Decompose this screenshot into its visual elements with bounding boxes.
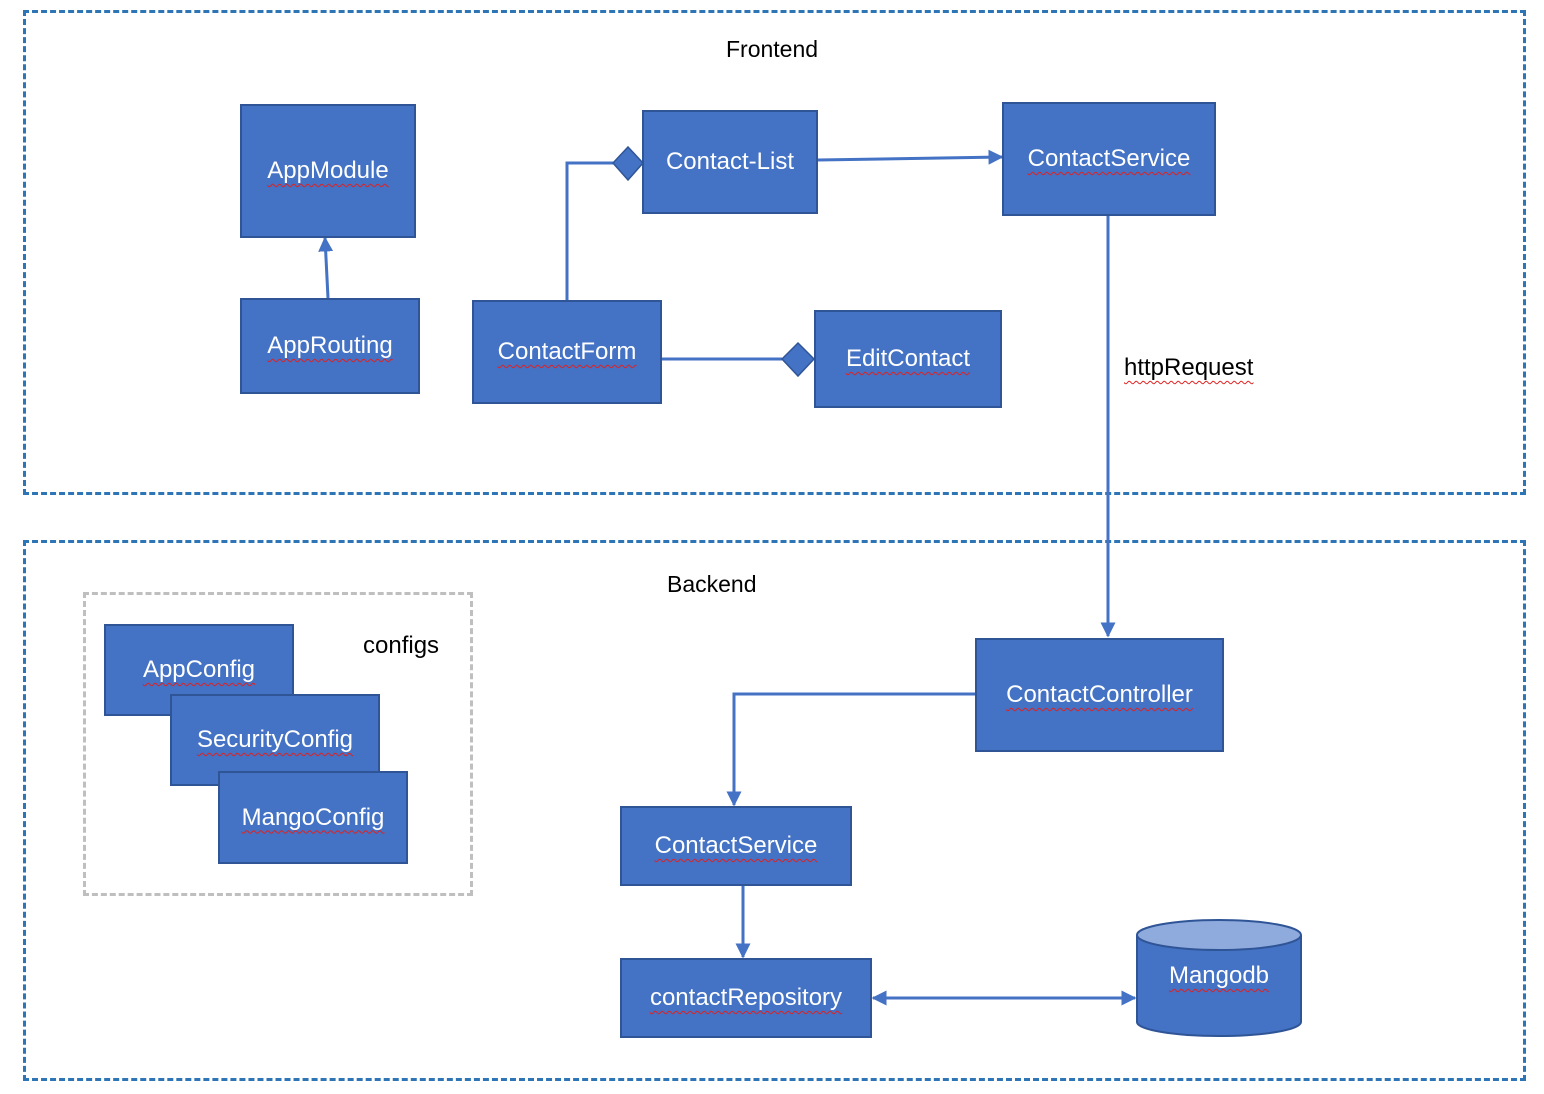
backend-region bbox=[23, 540, 1526, 1081]
contact-list-label: Contact-List bbox=[665, 148, 795, 175]
contactform-label: ContactForm bbox=[497, 338, 637, 365]
contactlist-aggregation-diamond bbox=[611, 145, 645, 182]
contactrepository-box[interactable]: contactRepository bbox=[620, 958, 872, 1038]
configs-title: configs bbox=[363, 632, 440, 659]
contactform-box[interactable]: ContactForm bbox=[472, 300, 662, 404]
mangodb-label[interactable]: Mangodb bbox=[1168, 962, 1270, 989]
backend-contactservice-label: ContactService bbox=[654, 832, 818, 859]
mangoconfig-label: MangoConfig bbox=[241, 803, 385, 831]
contactform-to-contactlist-connector bbox=[565, 161, 613, 300]
frontend-region bbox=[23, 10, 1526, 495]
configs-group bbox=[83, 592, 473, 896]
frontend-contactservice-label: ContactService bbox=[1027, 145, 1191, 172]
controller-to-service-arrow bbox=[726, 692, 975, 807]
securityconfig-label: SecurityConfig bbox=[196, 726, 354, 753]
contactrepository-label: contactRepository bbox=[649, 984, 843, 1011]
backend-title: Backend bbox=[667, 571, 757, 597]
securityconfig-box[interactable]: SecurityConfig bbox=[170, 694, 380, 786]
appconfig-label: AppConfig bbox=[142, 656, 256, 683]
backend-contactservice-box[interactable]: ContactService bbox=[620, 806, 852, 886]
contact-list-box[interactable]: Contact-List bbox=[642, 110, 818, 214]
contactcontroller-box[interactable]: ContactController bbox=[975, 638, 1224, 752]
frontend-title: Frontend bbox=[726, 36, 819, 62]
approuting-to-appmodule-arrow bbox=[318, 236, 334, 299]
appmodule-box[interactable]: AppModule bbox=[240, 104, 416, 238]
editcontact-aggregation-diamond bbox=[780, 341, 816, 378]
approuting-box[interactable]: AppRouting bbox=[240, 298, 420, 394]
contactlist-to-contactservice-arrow bbox=[817, 149, 1004, 165]
mangodb-cylinder bbox=[1136, 919, 1302, 1037]
frontend-contactservice-box[interactable]: ContactService bbox=[1002, 102, 1216, 216]
httprequest-label: httpRequest bbox=[1124, 354, 1254, 381]
editcontact-label: EditContact bbox=[845, 345, 971, 372]
contactcontroller-label: ContactController bbox=[1006, 681, 1193, 708]
appmodule-label: AppModule bbox=[267, 157, 389, 184]
editcontact-box[interactable]: EditContact bbox=[814, 310, 1002, 408]
approuting-label: AppRouting bbox=[267, 332, 393, 359]
mangoconfig-box[interactable]: MangoConfig bbox=[218, 771, 408, 864]
